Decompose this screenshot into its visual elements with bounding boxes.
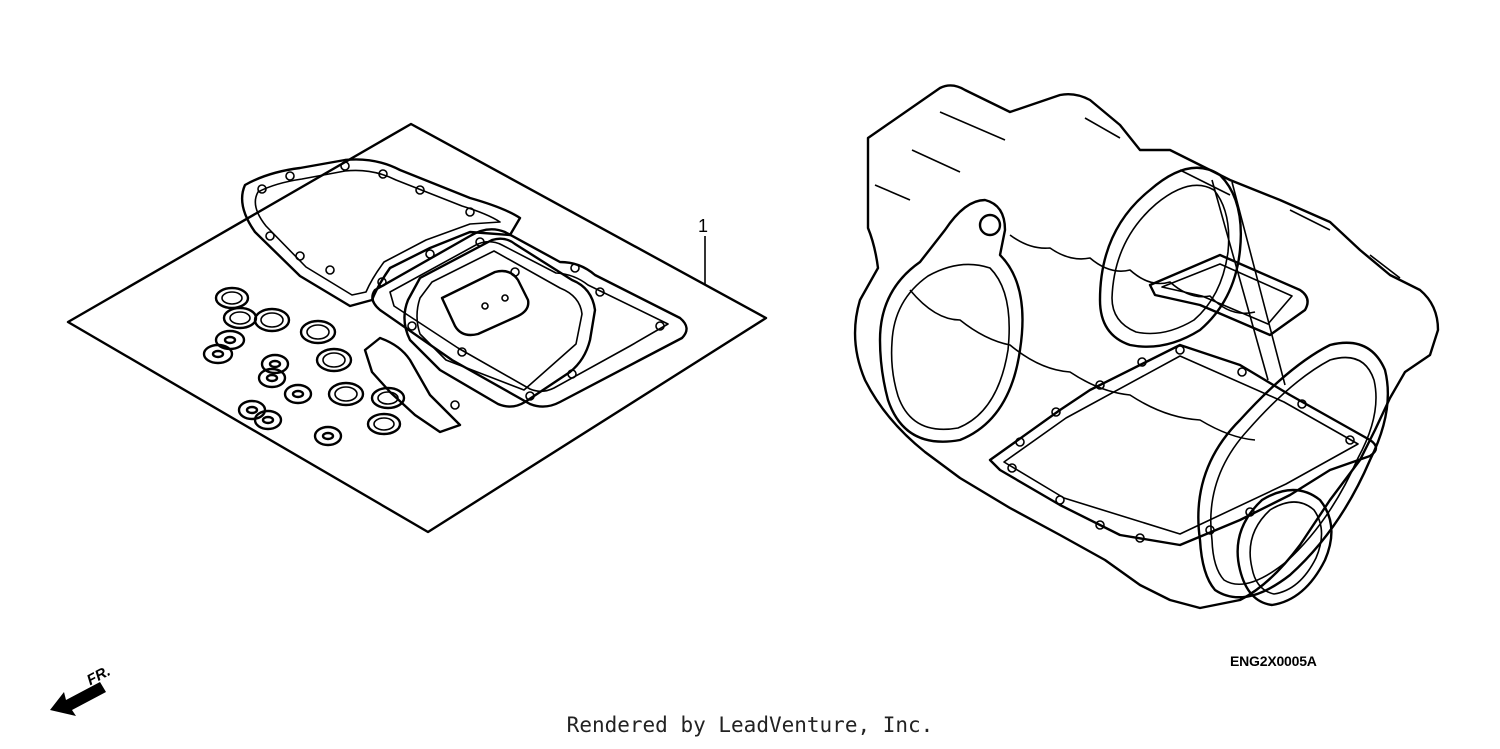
right-cover-o-ring	[1236, 488, 1333, 607]
case-parting-line	[1009, 234, 1256, 315]
bracket-gasket	[363, 336, 462, 434]
gasket-kit-sheet	[66, 122, 768, 534]
engine-block-illustration	[853, 84, 1440, 610]
gasket-kit-illustration	[66, 122, 768, 534]
small-cover-gasket	[440, 269, 530, 337]
top-cover-gasket	[1148, 253, 1309, 337]
o-ring-set	[202, 286, 406, 447]
left-cover-gasket	[878, 198, 1024, 443]
right-cover-gasket	[1197, 341, 1390, 599]
oil-pan-gasket	[371, 228, 688, 408]
center-round-gasket	[1098, 166, 1242, 348]
upper-cover-gasket	[240, 158, 522, 308]
diagram-code: ENG2X0005A	[1230, 653, 1317, 669]
part-callout-number[interactable]: 1	[698, 216, 709, 236]
arrow-left-down-icon	[50, 682, 106, 716]
footer-credit: Rendered by LeadVenture, Inc.	[566, 713, 934, 737]
lower-pan-gasket	[988, 343, 1378, 547]
crankcase-gasket	[403, 237, 597, 408]
